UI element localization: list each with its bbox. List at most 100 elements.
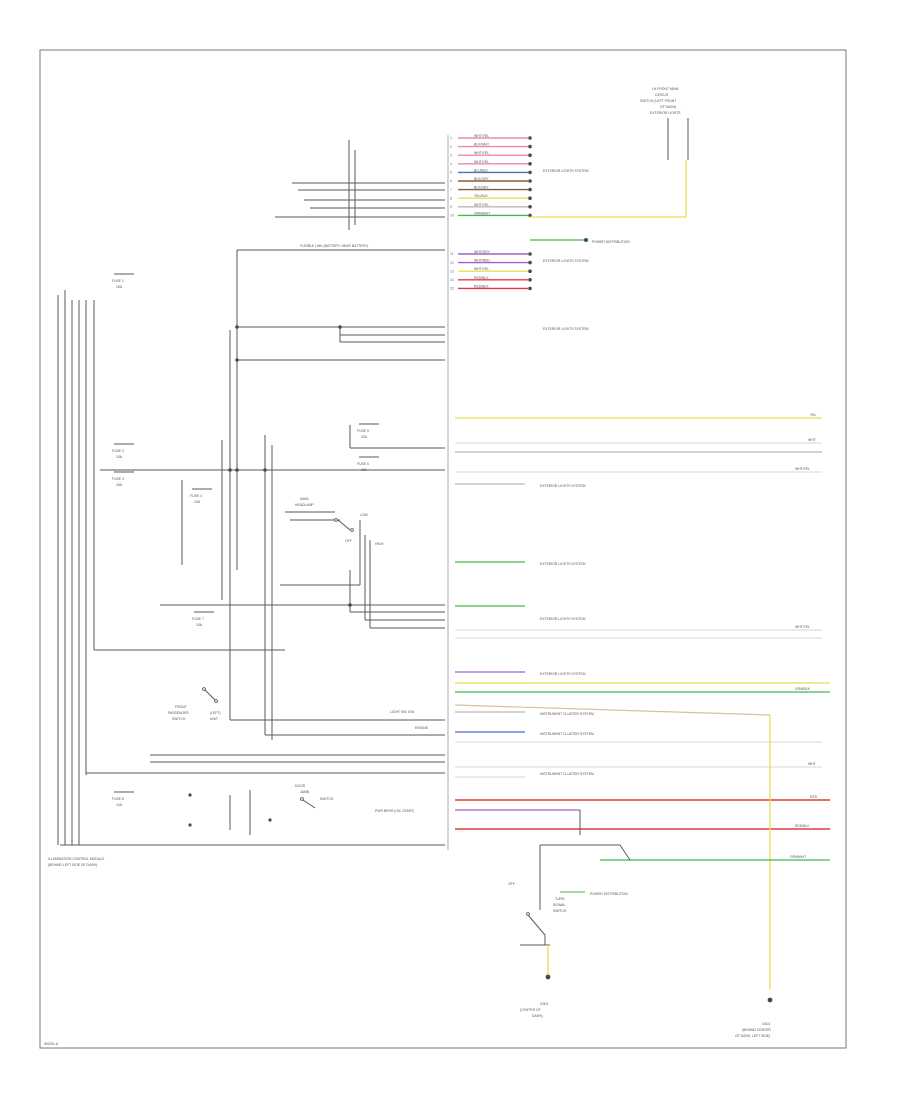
fuse-rating: 20A: [361, 435, 368, 439]
svg-text:MAIN: MAIN: [300, 497, 309, 501]
svg-text:TURN: TURN: [555, 897, 565, 901]
connector-pin: 2: [450, 145, 452, 149]
fuse-label: FUSE 1: [112, 279, 124, 283]
wire-color-label: BLK/GRY: [474, 177, 489, 181]
wire-color-label: WHT/YEL: [474, 203, 489, 207]
door-switch: DOOR JAMB SWITCH: [188, 784, 334, 835]
wire-color-label: BLU/BLK: [474, 168, 489, 172]
headlamp-switch: MAIN HEADLAMP OFF LOW HIGH: [285, 497, 384, 546]
svg-text:HEADLAMP: HEADLAMP: [295, 503, 314, 507]
svg-text:PASSENGER: PASSENGER: [168, 711, 189, 715]
svg-text:GRN/BLK: GRN/BLK: [795, 687, 811, 691]
wire-color-label: WHT/YEL: [474, 160, 489, 164]
fuse-label: FUSE 3: [112, 477, 124, 481]
connector-pin: 7: [450, 188, 452, 192]
page-frame: [39, 49, 847, 1049]
svg-text:WHT: WHT: [808, 762, 816, 766]
fuse-label: FUSE 6: [357, 462, 369, 466]
bus-label-mid-b: ENGINE: [415, 726, 429, 730]
svg-text:INSTRUMENT CLUSTER SYSTEM: INSTRUMENT CLUSTER SYSTEM: [540, 732, 594, 736]
wire-color-label: BLK/GRY: [474, 186, 489, 190]
wire-terminal: [528, 153, 532, 157]
wire-color-label: WHT/YEL: [474, 134, 489, 138]
bus-label-mid-a: LIGHT SW, IGN: [390, 710, 415, 714]
connector-pin: 1: [450, 136, 452, 140]
connector-pin: 8: [450, 196, 452, 200]
connector-pin: 11: [450, 252, 454, 256]
connector-pin: 14: [450, 278, 454, 282]
page-code: W0001-A: [44, 1042, 59, 1046]
connector-pin: 12: [450, 261, 454, 265]
left-switch-module: FRONT PASSENGER SWITCH (LEFT) UNIT: [168, 687, 221, 721]
long-wires: [454, 417, 830, 990]
svg-text:OFF: OFF: [508, 882, 515, 886]
wire-color-label: WHT/YEL: [474, 267, 489, 271]
middle-vertical-lines: [181, 140, 356, 740]
wire-terminal: [528, 286, 532, 291]
upper-right-labels: EXTERIOR LIGHTS SYSTEM EXTERIOR LIGHTS S…: [543, 169, 630, 331]
connector-pin: 3: [450, 153, 452, 157]
fuse-label: FUSE 5: [357, 429, 369, 433]
svg-text:G301: G301: [540, 1002, 548, 1006]
svg-text:DASH): DASH): [532, 1014, 543, 1018]
svg-text:OF DASH, LEFT SIDE): OF DASH, LEFT SIDE): [735, 1034, 770, 1038]
wire-color-label: RED/BLK: [474, 276, 489, 280]
fuse-rating: 10A: [196, 623, 203, 627]
fuse-rating: 10A: [194, 500, 201, 504]
fuse-label: FUSE 8: [112, 797, 124, 801]
top-harness-lines: [235, 182, 445, 362]
svg-text:RED/BLK: RED/BLK: [795, 824, 810, 828]
ext-lights-label-1: EXTERIOR LIGHTS SYSTEM: [543, 169, 589, 173]
connector-pin: 6: [450, 179, 452, 183]
svg-text:EXTERIOR LIGHTS SYSTEM: EXTERIOR LIGHTS SYSTEM: [540, 617, 586, 621]
svg-text:POWER DISTRIBUTION: POWER DISTRIBUTION: [590, 892, 628, 896]
svg-text:SIGNAL: SIGNAL: [553, 903, 566, 907]
right-end-labels: YEL WHT WHT/YEL WHT/YEL GRN/BLK WHT RED …: [790, 413, 818, 859]
top-sensor: LH FRONT MAIN CIRCUIT SWITCH (LEFT FRONT…: [530, 87, 689, 218]
svg-text:OFF: OFF: [345, 539, 352, 543]
wire-terminal: [528, 213, 532, 218]
ext-lights-label-2: EXTERIOR LIGHTS SYSTEM: [543, 259, 589, 263]
wire-color-label: GRN/WHT: [474, 211, 490, 215]
mid-connections: [160, 425, 445, 736]
svg-text:HIGH: HIGH: [375, 542, 384, 546]
svg-text:FRONT: FRONT: [175, 705, 187, 709]
svg-text:WHT/YEL: WHT/YEL: [795, 467, 810, 471]
svg-text:SWITCH (LEFT FRONT: SWITCH (LEFT FRONT: [640, 99, 676, 103]
svg-text:SWITCH: SWITCH: [320, 797, 334, 801]
svg-text:INSTRUMENT CLUSTER SYSTEM: INSTRUMENT CLUSTER SYSTEM: [540, 772, 594, 776]
wire-color-label: RED/BLK: [474, 284, 489, 288]
bus-label-top: FUSIBLE LINK (BATTERY, NEAR BATTERY): [300, 244, 368, 248]
connector-pin: 15: [450, 287, 454, 291]
ext-lights-label-3: EXTERIOR LIGHTS SYSTEM: [543, 327, 589, 331]
svg-text:DOOR: DOOR: [295, 784, 306, 788]
wire-terminal: [528, 187, 532, 192]
fuse-label: FUSE 2: [112, 449, 124, 453]
svg-text:WHT/YEL: WHT/YEL: [795, 625, 810, 629]
svg-text:(LEFT): (LEFT): [210, 711, 221, 715]
bus-label-mid-c: PWR BRKR (ON, START): [375, 809, 414, 813]
connector-pin: 9: [450, 205, 452, 209]
svg-text:SWITCH: SWITCH: [553, 909, 567, 913]
svg-text:LOW: LOW: [360, 513, 369, 517]
svg-text:EXTERIOR LIGHTS SYSTEM: EXTERIOR LIGHTS SYSTEM: [540, 562, 586, 566]
svg-text:GRN/WHT: GRN/WHT: [790, 855, 806, 859]
svg-text:WHT: WHT: [808, 438, 816, 442]
fuse-rating: 10A: [116, 455, 123, 459]
turn-signal-switch: OFF TURN SIGNAL SWITCH POWER DISTRIBUTIO…: [508, 844, 631, 975]
svg-text:RED: RED: [810, 795, 818, 799]
left-bus-lines: [57, 290, 445, 846]
svg-text:YEL: YEL: [810, 413, 817, 417]
module-label-2: (BEHIND LEFT SIDE OF DASH): [48, 863, 97, 867]
svg-text:G401: G401: [762, 1022, 770, 1026]
module-label-1: ILLUMINATION CONTROL MODULE: [48, 857, 105, 861]
connector-pin: 10: [450, 214, 454, 218]
svg-text:EXTERIOR LIGHTS SYSTEM: EXTERIOR LIGHTS SYSTEM: [540, 484, 586, 488]
wire-color-label: BLK/WHT: [474, 143, 489, 147]
power-dist-label: POWER DISTRIBUTION: [592, 240, 630, 244]
svg-text:EXTERIOR LIGHTS: EXTERIOR LIGHTS: [650, 111, 681, 115]
wire-terminal: [528, 136, 532, 140]
wire-terminal: [528, 162, 532, 166]
